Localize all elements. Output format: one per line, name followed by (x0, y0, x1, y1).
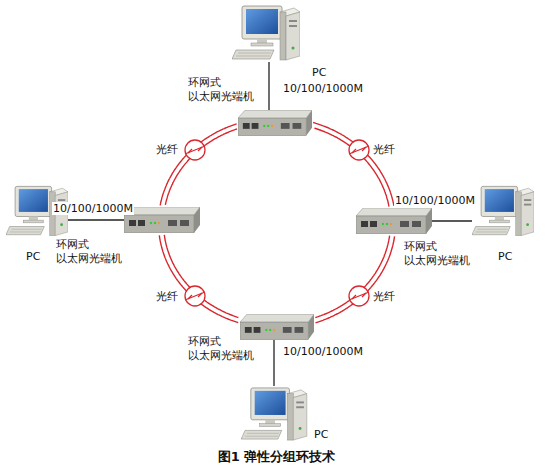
pc-node: PC (240, 386, 308, 442)
fiber-marker (185, 140, 205, 160)
transceiver-node: 环网式 以太网光端机 (240, 314, 314, 340)
cable-line (273, 340, 274, 386)
transceiver-icon (124, 207, 200, 233)
cable-line (68, 219, 124, 220)
pc-node: PC (472, 182, 534, 240)
fiber-marker (349, 140, 369, 160)
cable-line (432, 220, 472, 221)
speed-label: 10/100/1000M (52, 202, 134, 215)
device-label: 环网式 以太网光端机 (188, 335, 257, 363)
fiber-ring-segment (313, 123, 394, 207)
fiber-marker (185, 286, 205, 306)
pc-label: PC (26, 250, 40, 264)
device-label: 环网式 以太网光端机 (188, 76, 257, 104)
transceiver-node: 环网式 以太网光端机 (356, 208, 432, 234)
pc-icon (472, 186, 534, 235)
speed-label: 10/100/1000M (394, 194, 476, 207)
transceiver-icon (356, 208, 432, 234)
transceiver-icon (240, 314, 314, 339)
fiber-line (160, 124, 236, 206)
fiber-label: 光纤 (372, 143, 396, 156)
pc-label: PC (312, 66, 326, 80)
speed-label: 10/100/1000M (282, 82, 364, 95)
device-label: 环网式 以太网光端机 (404, 240, 473, 268)
fiber-ring-segment (159, 235, 238, 323)
fiber-line (316, 236, 395, 322)
ethernet-cable (68, 220, 124, 221)
device-label: 环网式 以太网光端机 (56, 238, 125, 266)
pc-label: PC (498, 250, 512, 264)
fiber-label: 光纤 (372, 290, 396, 303)
cable-line (268, 62, 269, 110)
ethernet-cable (274, 340, 275, 386)
fiber-marker (349, 286, 369, 306)
pc-node: PC (232, 4, 300, 62)
fiber-line (159, 235, 238, 322)
figure-caption: 图1 弹性分组环技术 (0, 449, 553, 465)
fiber-label: 光纤 (155, 290, 179, 303)
pc-icon (241, 388, 307, 440)
fiber-ring-segment (160, 124, 237, 206)
ethernet-cable (432, 221, 472, 222)
fiber-ring-segment (315, 236, 394, 323)
transceiver-node: 环网式 以太网光端机 (124, 207, 200, 233)
pc-label: PC (314, 428, 328, 442)
speed-label: 10/100/1000M (282, 345, 364, 358)
fiber-line (313, 123, 394, 206)
fiber-label: 光纤 (155, 143, 179, 156)
pc-icon (232, 6, 300, 60)
transceiver-icon (238, 110, 312, 135)
ethernet-cable (269, 62, 270, 110)
transceiver-node: 环网式 以太网光端机 (238, 110, 312, 136)
